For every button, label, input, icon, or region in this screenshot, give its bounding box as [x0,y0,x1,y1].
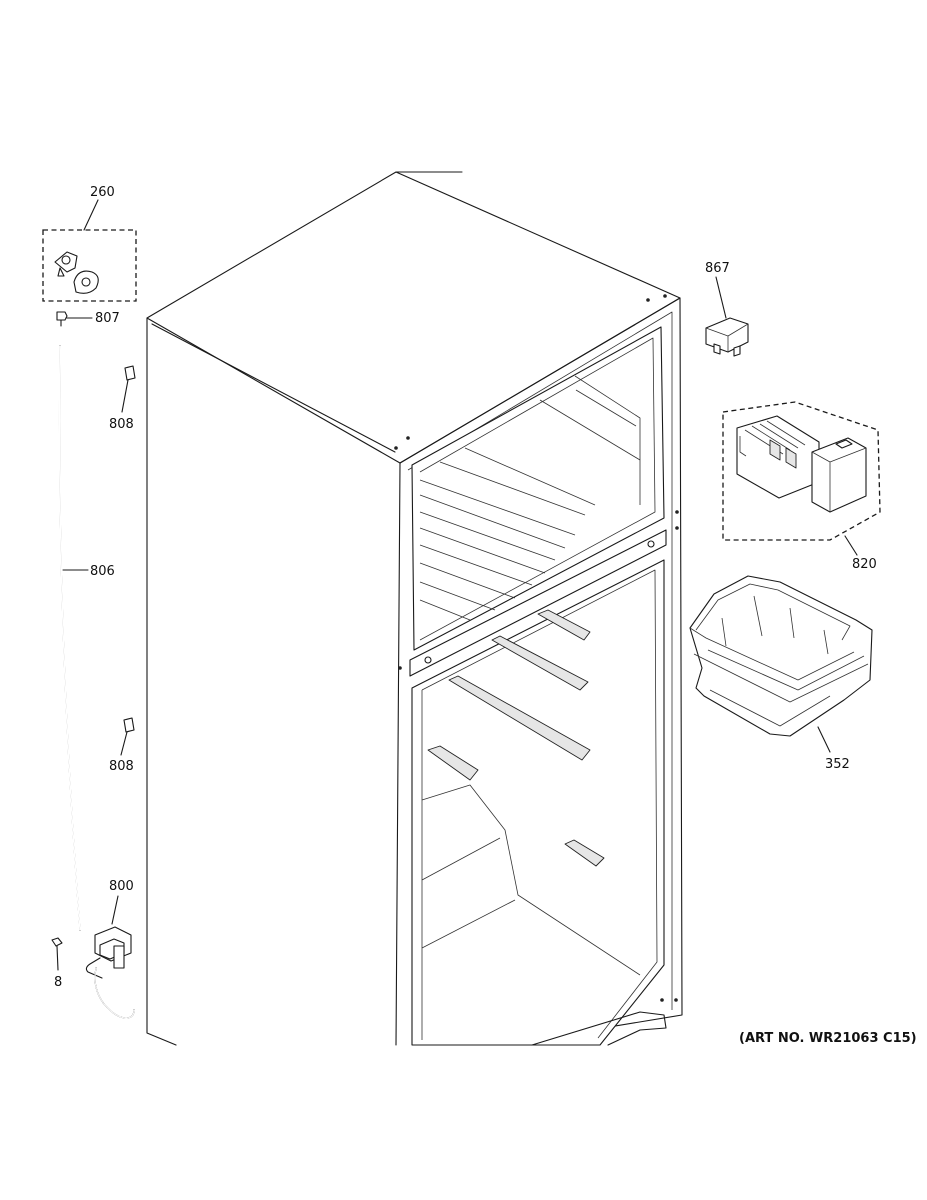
art-number: (ART NO. WR21063 C15) [739,1031,917,1046]
clip-807-icon [56,311,93,327]
label-807: 807 [95,311,120,326]
clip-808-top-icon [121,365,136,413]
clip-808-bottom-icon [120,717,135,756]
label-806: 806 [90,564,115,579]
washer-icon [73,270,99,294]
label-800: 800 [109,879,134,894]
grommet-icon [54,251,78,277]
label-808-bottom: 808 [109,759,134,774]
label-260: 260 [90,185,115,200]
label-8: 8 [54,975,62,990]
label-867: 867 [705,261,730,276]
refrigerator-cabinet [146,171,683,1046]
water-valve-800-icon [85,895,135,1019]
ice-maker-820-group [722,401,881,556]
part-260-group [42,199,137,302]
screw-8-icon [51,937,63,971]
label-352: 352 [825,757,850,772]
ice-maker-icon [736,415,867,513]
ice-bin-352-icon [689,575,873,737]
bracket-867-icon [705,276,749,357]
label-808-top: 808 [109,417,134,432]
water-tube-806 [58,345,89,931]
label-820: 820 [852,557,877,572]
